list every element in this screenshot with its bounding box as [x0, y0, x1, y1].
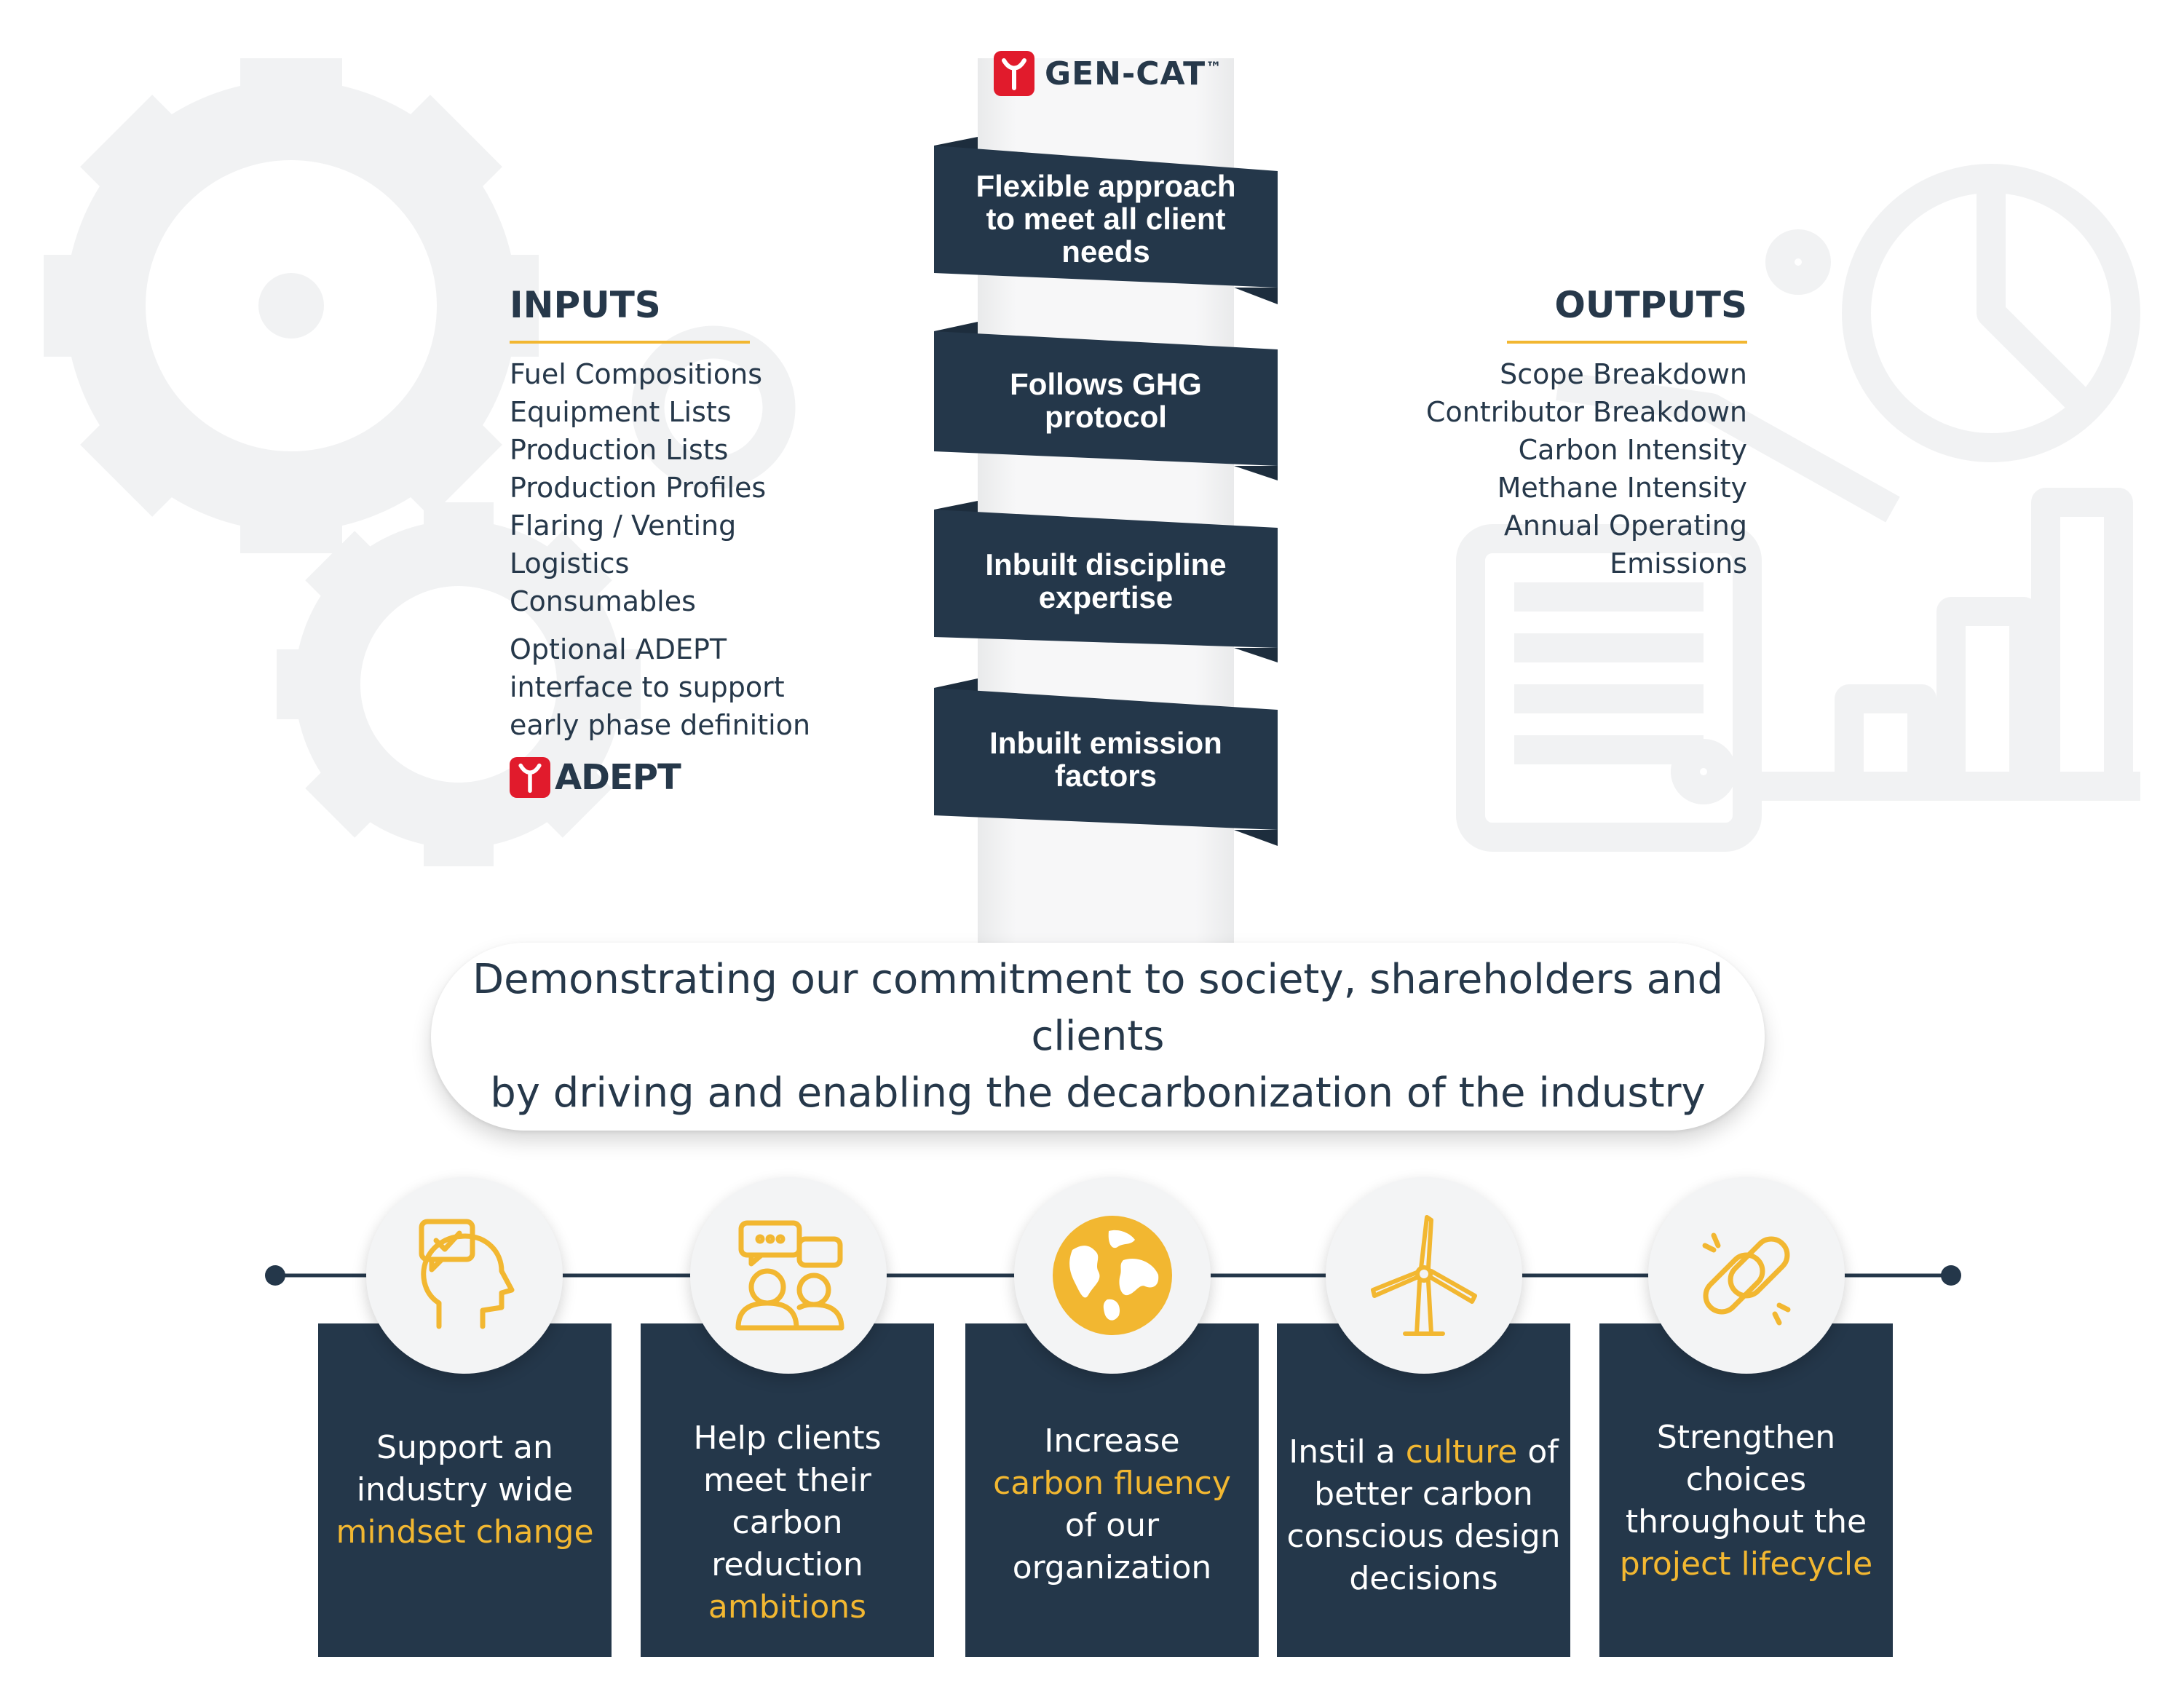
commitment-line-1: Demonstrating our commitment to society,…: [472, 956, 1724, 1060]
list-item: Production Profiles: [510, 472, 767, 504]
gear-icon: [277, 502, 641, 866]
list-item: Carbon Intensity: [1518, 434, 1747, 466]
commitment-line-2: by driving and enabling the decarbonizat…: [490, 1069, 1706, 1117]
inputs-section: INPUTS Fuel Compositions Equipment Lists…: [510, 284, 810, 798]
list-item: interface to support: [510, 671, 785, 703]
list-item: Optional ADEPT: [510, 633, 727, 665]
pillar-icon-circle: [1648, 1177, 1845, 1374]
chain-link-icon: [1702, 1232, 1791, 1326]
gencat-logo-mark: [994, 51, 1034, 96]
list-item: Fuel Compositions: [510, 358, 762, 390]
pillar-icon-circle: [366, 1177, 563, 1374]
list-item: Contributor Breakdown: [1425, 396, 1747, 428]
outputs-section: OUTPUTS Scope Breakdown Contributor Brea…: [1426, 284, 1747, 582]
list-item: Logistics: [510, 547, 630, 579]
adept-note: Optional ADEPT interface to support earl…: [510, 630, 810, 744]
inputs-list: Fuel Compositions Equipment Lists Produc…: [510, 355, 810, 620]
inputs-underline: [510, 341, 750, 344]
list-item: Production Lists: [510, 434, 729, 466]
outputs-underline: [1507, 341, 1747, 344]
outputs-list: Scope Breakdown Contributor Breakdown Ca…: [1426, 355, 1747, 582]
inputs-title: INPUTS: [510, 284, 661, 326]
list-item: Consumables: [510, 585, 696, 617]
mind-check-icon: [419, 1219, 515, 1329]
commitment-statement: Demonstrating our commitment to society,…: [431, 943, 1765, 1131]
adept-logo-text: ADEPT: [555, 757, 681, 798]
pillar-icon-circle: [1326, 1177, 1522, 1374]
gear-icon: [44, 58, 539, 553]
list-item: Methane Intensity: [1497, 472, 1747, 504]
pillar-icon-circle: [1014, 1177, 1211, 1374]
globe-icon: [1053, 1216, 1172, 1335]
adept-logo-mark: [510, 757, 550, 798]
adept-logo: ADEPT: [510, 757, 810, 798]
list-item: Scope Breakdown: [1500, 358, 1747, 390]
list-item: early phase definition: [510, 709, 811, 741]
ribbon-banners: [934, 137, 1278, 846]
list-item: Emissions: [1610, 547, 1747, 579]
wind-turbine-icon: [1371, 1215, 1477, 1336]
pillar-icon-circle: [690, 1177, 887, 1374]
outputs-title: OUTPUTS: [1554, 284, 1747, 326]
gencat-logo-text: GEN-CAT™: [1045, 55, 1223, 92]
list-item: Flaring / Venting: [510, 510, 737, 542]
report-chart-icon: [1456, 164, 2140, 852]
gencat-logo: GEN-CAT™: [994, 51, 1222, 96]
people-chat-icon: [735, 1220, 844, 1331]
list-item: Equipment Lists: [510, 396, 732, 428]
list-item: Annual Operating: [1503, 510, 1747, 542]
